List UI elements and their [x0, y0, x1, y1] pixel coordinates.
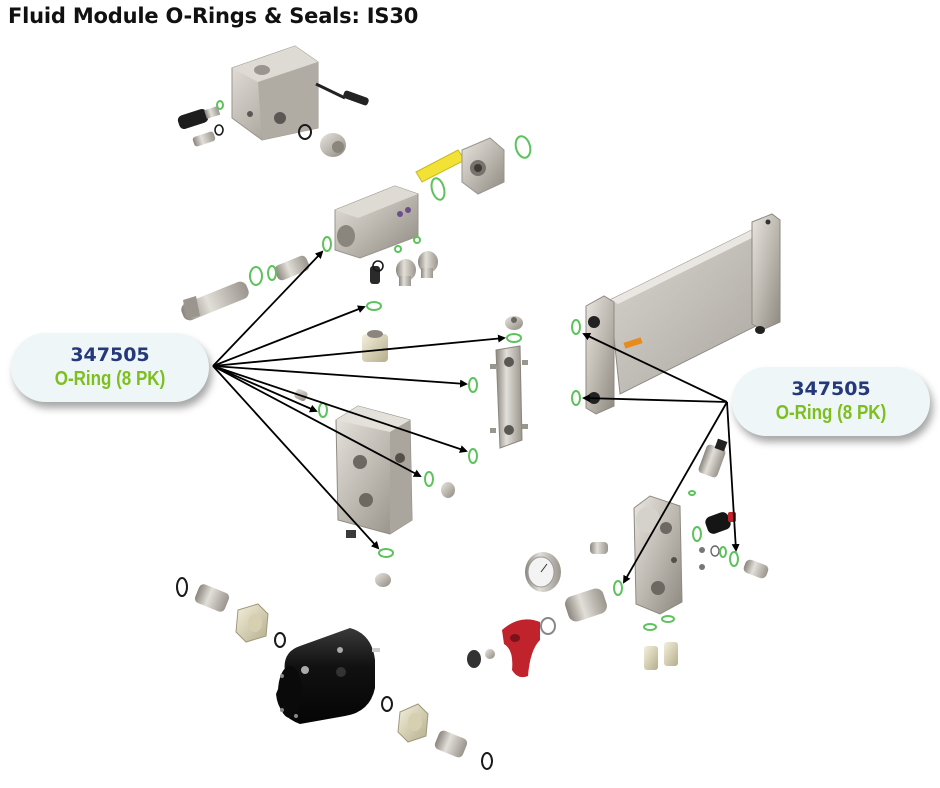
heat-exchanger-plate [585, 213, 781, 415]
black-seal [214, 124, 224, 136]
o-ring [661, 615, 675, 623]
o-ring [468, 448, 478, 464]
o-ring [318, 402, 328, 418]
top-valve-block [231, 45, 369, 141]
o-ring [468, 377, 478, 393]
o-ring [692, 526, 702, 542]
black-cap-fitting [705, 512, 736, 534]
o-ring [216, 100, 224, 110]
o-ring [378, 548, 394, 558]
filter-sleeve [274, 255, 310, 281]
valve-cartridge [565, 588, 607, 622]
plug-right-of-body [441, 482, 455, 498]
black-seal [274, 632, 286, 648]
part-number: 347505 [791, 378, 871, 400]
leader-arrow [212, 365, 318, 413]
pressure-sensor [177, 106, 221, 147]
spring [540, 617, 556, 635]
o-ring [267, 265, 277, 281]
leader-arrow [212, 365, 468, 388]
adapter-fitting [362, 330, 388, 362]
leader-arrow [212, 365, 422, 477]
part-description: O-Ring (8 PK) [54, 368, 166, 390]
fitting-plug-top [320, 133, 346, 157]
small-coupler [590, 542, 608, 554]
filter-cartridge [181, 281, 249, 321]
part-description: O-Ring (8 PK) [775, 402, 887, 424]
leader-arrow [582, 394, 728, 403]
o-ring [249, 266, 263, 286]
plug-right [743, 559, 769, 579]
o-ring [366, 301, 382, 311]
o-ring [413, 236, 421, 244]
leader-arrow [582, 332, 728, 403]
o-ring [506, 333, 522, 343]
screws [699, 547, 705, 570]
red-knob [502, 619, 540, 678]
hex-nut-left [235, 603, 269, 643]
yellow-handle-valve [415, 137, 505, 195]
o-ring [688, 490, 696, 496]
leader-arrow [726, 401, 740, 552]
o-ring [719, 546, 727, 558]
o-ring [643, 623, 657, 631]
o-ring [571, 319, 581, 335]
black-seals [176, 124, 720, 770]
leader-arrows-right [582, 332, 740, 584]
o-ring [729, 551, 739, 567]
black-seal [298, 124, 312, 140]
o-ring [394, 245, 402, 253]
part-number: 347505 [70, 344, 150, 366]
leader-arrow [212, 365, 380, 550]
black-seal [481, 752, 493, 770]
regulator-block [633, 495, 683, 615]
leader-arrow [212, 334, 506, 367]
push-fitting-left [194, 584, 230, 612]
callout-left: 347505 O-Ring (8 PK) [11, 333, 209, 402]
o-ring [322, 236, 332, 252]
pressure-transducer [698, 438, 728, 478]
manifold-block [334, 185, 419, 259]
leader-arrow [212, 250, 324, 367]
nut-small [485, 649, 495, 659]
push-fitting-right [434, 730, 468, 758]
leader-arrows-left [212, 250, 506, 550]
o-ring [424, 471, 434, 487]
page-title: Fluid Module O-Rings & Seals: IS30 [8, 4, 419, 28]
plug-bottom [375, 573, 391, 587]
hex-nut-right [397, 703, 429, 743]
black-seal [176, 577, 188, 597]
black-seal [372, 260, 384, 272]
center-body [335, 405, 413, 538]
leader-arrow [212, 305, 366, 367]
plug-small [505, 316, 523, 330]
black-pump-body [276, 628, 380, 724]
black-disc [467, 650, 481, 668]
o-ring [514, 135, 532, 159]
bridge-connector [490, 345, 528, 449]
check-valve-fittings [370, 251, 438, 286]
pressure-gauge [525, 552, 561, 592]
o-ring [571, 390, 581, 406]
leader-arrow [212, 365, 468, 453]
o-ring [613, 580, 623, 596]
black-seal [381, 696, 393, 712]
push-fittings [644, 642, 678, 670]
leader-arrow [623, 401, 728, 584]
o-ring [430, 177, 446, 201]
black-seal [710, 545, 720, 557]
callout-right: 347505 O-Ring (8 PK) [732, 367, 930, 436]
